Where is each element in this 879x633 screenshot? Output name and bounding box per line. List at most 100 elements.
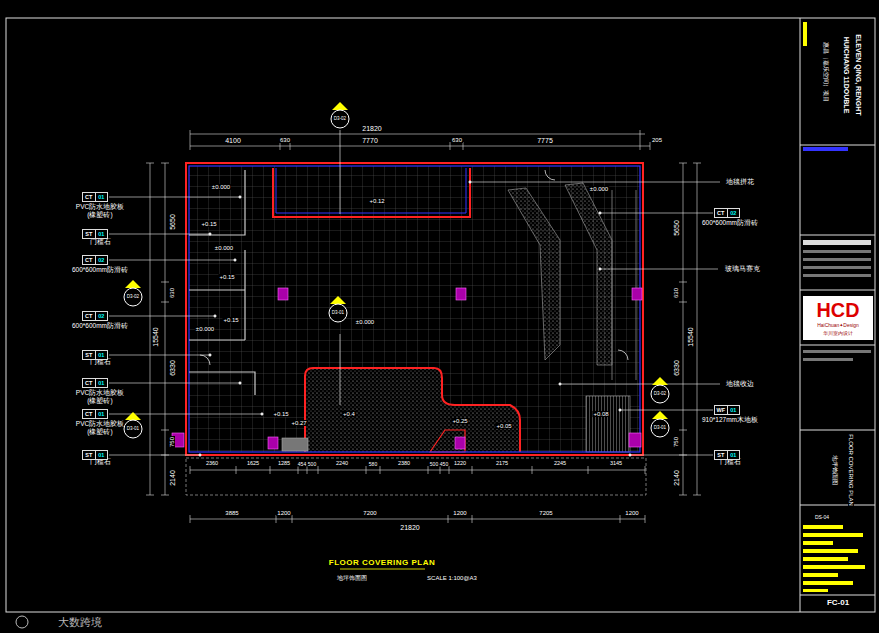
plan-label: PVC防水地胶板 — [75, 421, 125, 428]
tag-code: 02 — [728, 209, 740, 217]
plan-label: 2360 — [205, 461, 219, 467]
plan-label: +0.08 — [592, 411, 609, 417]
section-marker: D3-01 — [326, 296, 350, 324]
plan-label: 15540 — [152, 326, 159, 347]
plan-label: (橡塑砖) — [86, 212, 113, 219]
plan-label: 1200 — [624, 510, 639, 516]
plan-label: 500 — [307, 462, 317, 467]
logo-text: 华川室内设计 — [803, 330, 873, 338]
plan-label: 15540 — [687, 326, 694, 347]
plan-label: 910*127mm木地板 — [701, 417, 759, 424]
plan-label: 7775 — [536, 137, 554, 144]
plan-label: 1200 — [276, 510, 291, 516]
company-logo: HCDHaiChuan✦Design华川室内设计 — [803, 296, 873, 340]
section-number: D3-01 — [648, 425, 672, 431]
plan-label: 750 — [673, 436, 679, 448]
section-number: D3-02 — [648, 391, 672, 397]
plan-label: 600*600mm防滑砖 — [71, 267, 129, 274]
plan-label: ±0.000 — [355, 319, 375, 325]
plan-label: 惠昌（嘉乐空间）项目 — [823, 41, 829, 103]
title-underline — [340, 569, 425, 570]
material-tag: WF01 — [714, 405, 740, 415]
section-marker: D3-02 — [328, 102, 352, 130]
section-number: D3-01 — [121, 426, 145, 432]
material-tag: CT02 — [82, 255, 108, 265]
plan-label: PVC防水地胶板 — [75, 204, 125, 211]
plan-label: +0.05 — [495, 423, 512, 429]
plan-label: +0.15 — [222, 317, 239, 323]
tag-code: 01 — [96, 451, 108, 459]
plan-label: 21820 — [361, 125, 382, 132]
plan-label: 3885 — [224, 510, 239, 516]
plan-floor — [189, 166, 640, 452]
material-tag: CT02 — [82, 311, 108, 321]
tag-code: 02 — [96, 256, 108, 264]
plan-label: HUICHANG 11DOUBLE — [843, 36, 850, 115]
tag-code: 01 — [96, 410, 108, 418]
section-number: D3-02 — [328, 116, 352, 122]
plan-label: 600*600mm防滑砖 — [701, 220, 759, 227]
plan-label: (橡塑砖) — [86, 429, 113, 436]
dimension-lines — [146, 130, 701, 523]
plan-label: +0.15 — [218, 274, 235, 280]
plan-label: 454 — [297, 462, 307, 467]
plan-label: +0.27 — [290, 420, 307, 426]
plan-label: FC-01 — [826, 599, 850, 607]
material-tag: CT01 — [82, 192, 108, 202]
plan-label: 1220 — [453, 461, 467, 467]
section-marker: D3-02 — [121, 280, 145, 308]
plan-label: 2140 — [673, 469, 680, 487]
tag-code: CT — [715, 209, 728, 217]
plan-label: 7200 — [362, 510, 377, 516]
plan-label: 1285 — [277, 461, 291, 467]
tag-code: 01 — [96, 379, 108, 387]
tag-code: CT — [83, 256, 96, 264]
plan-label: 地坪饰面图 — [832, 454, 838, 486]
material-tag: ST01 — [82, 229, 108, 239]
leader-lines — [109, 130, 720, 456]
plan-label: PVC防水地胶板 — [75, 390, 125, 397]
plan-label: 2175 — [495, 461, 509, 467]
plan-label: 6330 — [673, 359, 680, 377]
plan-label: 2240 — [335, 461, 349, 467]
plan-label: ±0.000 — [589, 186, 609, 192]
plan-label: 205 — [651, 137, 663, 143]
sheet-frame — [6, 18, 875, 612]
drawing-title: FLOOR COVERING PLAN — [328, 559, 436, 567]
canopy-outline — [186, 458, 646, 495]
plan-label: 630 — [451, 137, 463, 143]
tag-code: CT — [83, 312, 96, 320]
plan-label: 580 — [368, 462, 378, 467]
section-marker: D3-02 — [648, 377, 672, 405]
plan-label: 2245 — [553, 461, 567, 467]
plan-label: 630 — [673, 287, 679, 299]
plan-label: DS-04 — [814, 515, 830, 520]
tag-code: 02 — [96, 312, 108, 320]
plan-label: 2140 — [169, 469, 176, 487]
plan-label: 6330 — [169, 359, 176, 377]
material-tag: ST01 — [714, 450, 740, 460]
plan-label: 1200 — [452, 510, 467, 516]
columns — [172, 288, 642, 451]
plan-label: 5650 — [169, 213, 176, 231]
tag-code: ST — [83, 230, 96, 238]
plan-label: ±0.000 — [195, 326, 215, 332]
plan-label: 750 — [169, 436, 175, 448]
plan-label: 2380 — [397, 461, 411, 467]
plan-label: 地毯拼花 — [725, 179, 755, 186]
plan-label: +0.15 — [200, 221, 217, 227]
plan-label: (橡塑砖) — [86, 398, 113, 405]
plan-label: +0.4 — [342, 411, 356, 417]
tag-code: CT — [83, 379, 96, 387]
tag-code: CT — [83, 410, 96, 418]
section-number: D3-01 — [326, 310, 350, 316]
plan-label: 3145 — [609, 461, 623, 467]
plan-label: 1625 — [246, 461, 260, 467]
material-tag: CT01 — [82, 378, 108, 388]
plan-label: ±0.000 — [214, 245, 234, 251]
plan-label: 4100 — [224, 137, 242, 144]
tag-code: 01 — [96, 351, 108, 359]
